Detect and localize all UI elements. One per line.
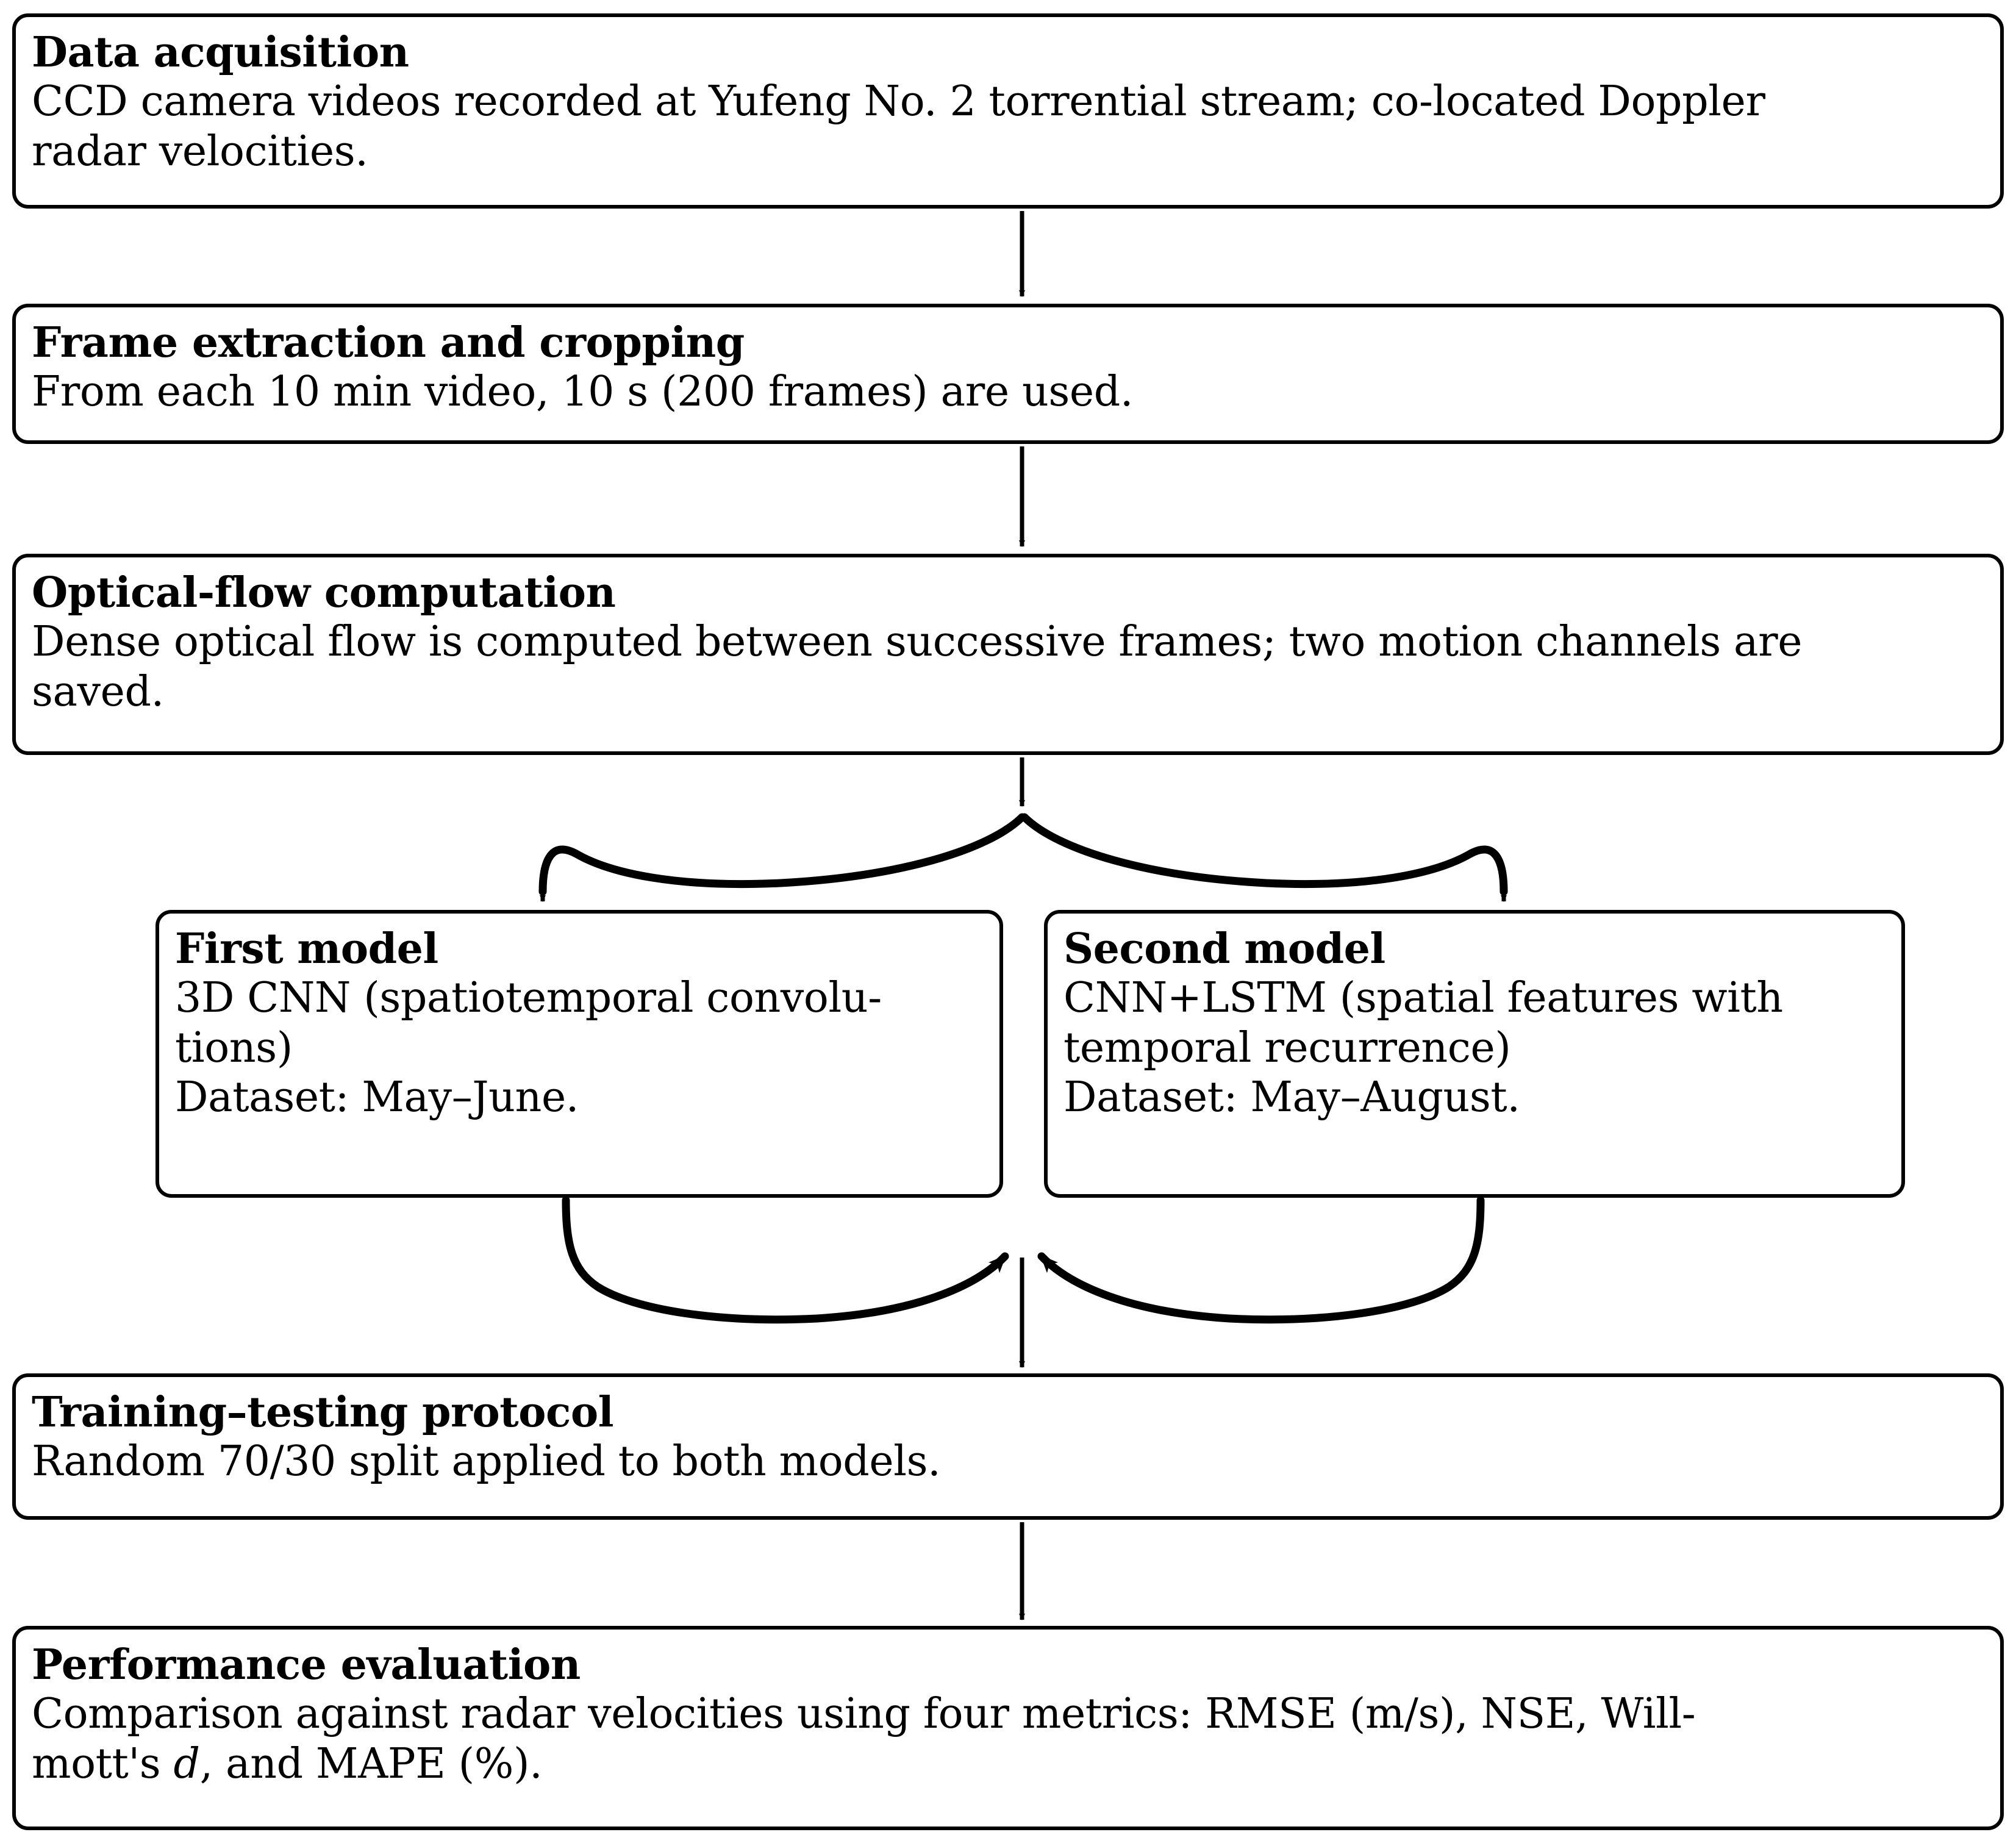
node-training-testing-line-1: Random 70/30 split applied to both model… bbox=[32, 1437, 941, 1486]
node-optical-flow-title: Optical-flow computation bbox=[32, 568, 616, 617]
node-optical-flow: Optical-flow computation Dense optical f… bbox=[12, 554, 2004, 755]
node-performance-evaluation-line-2: mott's d, and MAPE (%). bbox=[32, 1739, 1984, 1789]
node-data-acquisition-title: Data acquisition bbox=[32, 28, 409, 77]
node-data-acquisition-body: CCD camera videos recorded at Yufeng No.… bbox=[32, 77, 1984, 176]
node-training-testing-title: Training–testing protocol bbox=[32, 1388, 614, 1437]
node-performance-evaluation: Performance evaluation Comparison agains… bbox=[12, 1626, 2004, 1830]
node-data-acquisition: Data acquisition CCD camera videos recor… bbox=[12, 13, 2004, 209]
node-data-acquisition-line-1: CCD camera videos recorded at Yufeng No.… bbox=[32, 77, 1765, 126]
node-training-testing: Training–testing protocol Random 70/30 s… bbox=[12, 1373, 2004, 1520]
node-second-model-line-3: Dataset: May–August. bbox=[1063, 1073, 1520, 1122]
node-second-model: Second model CNN+LSTM (spatial features … bbox=[1044, 910, 1905, 1198]
performance-metric-willmott-d: d bbox=[173, 1739, 200, 1788]
node-first-model: First model 3D CNN (spatiotemporal convo… bbox=[155, 910, 1003, 1198]
node-first-model-line-1: 3D CNN (spatiotemporal convolu- bbox=[175, 974, 882, 1023]
node-first-model-title: First model bbox=[175, 925, 438, 973]
node-first-model-body: 3D CNN (spatiotemporal convolu- tions) D… bbox=[175, 973, 984, 1123]
node-frame-extraction-body: From each 10 min video, 10 s (200 frames… bbox=[32, 367, 1984, 417]
node-second-model-line-2: temporal recurrence) bbox=[1063, 1023, 1511, 1072]
node-training-testing-body: Random 70/30 split applied to both model… bbox=[32, 1437, 1984, 1487]
arrow-split-to-first-model bbox=[538, 813, 1026, 902]
performance-line2-prefix: mott's bbox=[32, 1739, 174, 1788]
arrow-second-model-to-merge bbox=[1037, 1196, 1485, 1324]
node-performance-evaluation-line-1: Comparison against radar velocities usin… bbox=[32, 1690, 1696, 1739]
node-second-model-body: CNN+LSTM (spatial features with temporal… bbox=[1063, 973, 1886, 1123]
node-frame-extraction-title: Frame extraction and cropping bbox=[32, 318, 745, 367]
node-optical-flow-body: Dense optical flow is computed between s… bbox=[32, 617, 1984, 717]
arrow-first-model-to-merge bbox=[562, 1196, 1009, 1324]
node-data-acquisition-line-2: radar velocities. bbox=[32, 127, 368, 176]
node-frame-extraction-line-1: From each 10 min video, 10 s (200 frames… bbox=[32, 368, 1134, 417]
node-performance-evaluation-body: Comparison against radar velocities usin… bbox=[32, 1689, 1984, 1789]
node-optical-flow-line-2: saved. bbox=[32, 667, 164, 716]
node-performance-evaluation-title: Performance evaluation bbox=[32, 1641, 581, 1689]
node-second-model-line-1: CNN+LSTM (spatial features with bbox=[1063, 974, 1783, 1023]
node-optical-flow-line-1: Dense optical flow is computed between s… bbox=[32, 618, 1803, 667]
performance-line2-suffix: , and MAPE (%). bbox=[199, 1739, 543, 1788]
node-first-model-line-3: Dataset: May–June. bbox=[175, 1073, 579, 1122]
node-second-model-title: Second model bbox=[1063, 925, 1385, 973]
node-frame-extraction: Frame extraction and cropping From each … bbox=[12, 304, 2004, 444]
arrow-split-to-second-model bbox=[1020, 813, 1508, 902]
node-first-model-line-2: tions) bbox=[175, 1023, 293, 1072]
